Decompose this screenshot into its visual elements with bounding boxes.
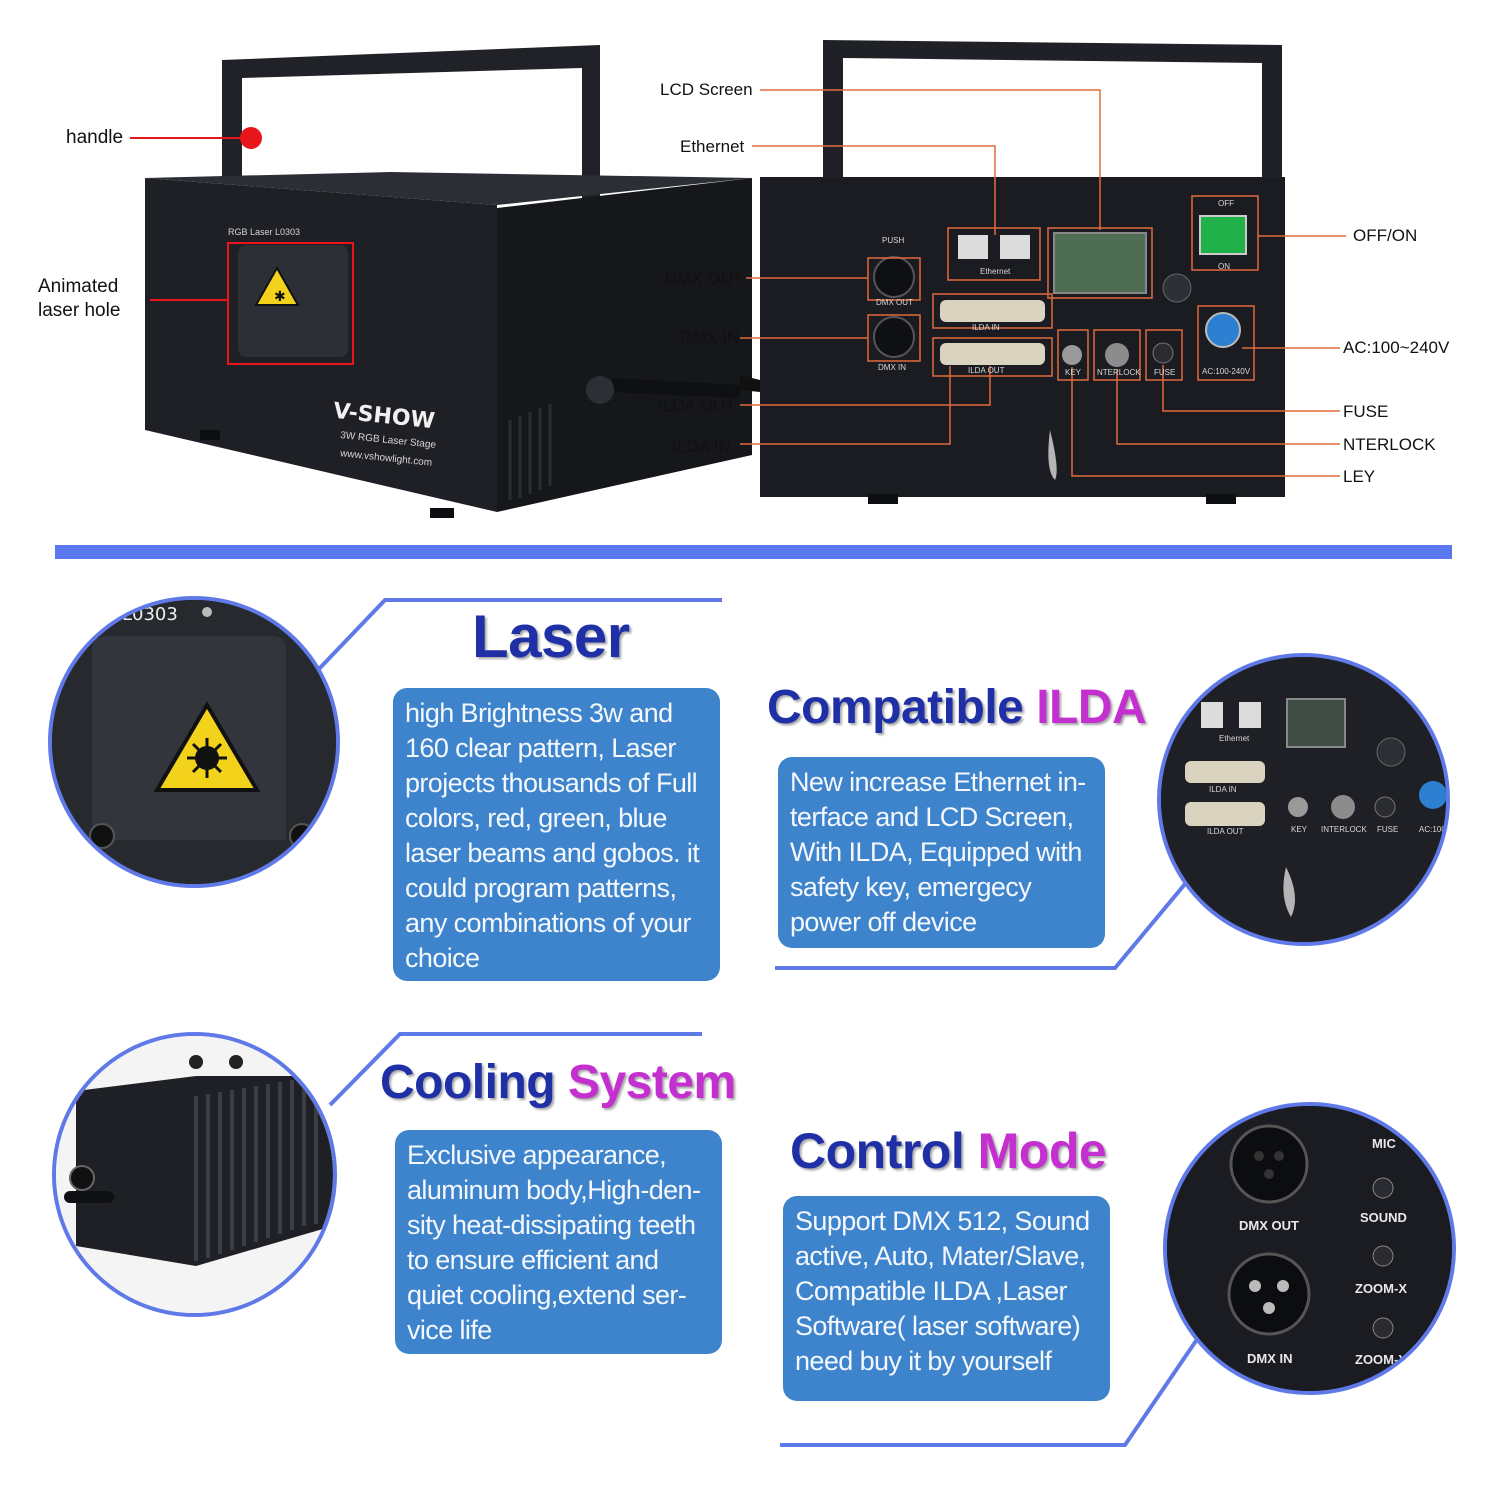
control-heading-part1: Control (790, 1123, 965, 1179)
laser-hole-callout-line1: Animated (38, 276, 119, 297)
cooling-heading: Cooling System (380, 1055, 736, 1110)
ilda-zoom-ilda-out-label: ILDA OUT (1207, 827, 1244, 836)
panel-off-label: OFF (1218, 199, 1234, 208)
cooling-description-box: Exclusive appearance, aluminum body,High… (395, 1130, 722, 1354)
ilda-zoom-ethernet-label: Ethernet (1219, 734, 1250, 743)
front-view-product: ✱ handle Animated laser hole RGB Laser L… (0, 0, 760, 530)
cooling-heading-part2: System (567, 1056, 736, 1109)
control-zoom-mic-label: MIC (1372, 1136, 1396, 1151)
ilda-zoom-circle: Ethernet ILDA IN ILDA OUT KEY INTERLOCK … (1157, 653, 1450, 946)
control-heading: Control Mode (790, 1122, 1107, 1180)
panel-fuse-label: FUSE (1154, 368, 1176, 377)
laser-zoom-illustration (52, 600, 336, 884)
control-zoom-illustration (1167, 1106, 1452, 1391)
key-callout: LEY (1343, 467, 1376, 486)
ilda-heading: Compatible ILDA (767, 680, 1147, 735)
panel-dmx-in-label: DMX IN (878, 363, 906, 372)
panel-on-label: ON (1218, 262, 1230, 271)
ac-callout: AC:100~240V (1343, 338, 1450, 357)
ilda-zoom-ilda-in-label: ILDA IN (1209, 785, 1237, 794)
cooling-zoom-circle (52, 1032, 337, 1317)
lcd-screen-callout: LCD Screen (660, 80, 753, 99)
panel-interlock-label: NTERLOCK (1097, 368, 1141, 377)
laser-heading: Laser (472, 603, 630, 670)
model-label: RGB Laser L0303 (228, 227, 301, 237)
panel-ilda-out-label: ILDA OUT (968, 366, 1005, 375)
panel-ac-label: AC:100-240V (1202, 367, 1251, 376)
laser-description-text: high Brightness 3w and 160 clear pattern… (405, 698, 700, 973)
interlock-callout: NTERLOCK (1343, 435, 1436, 454)
dmx-in-callout: DMX IN (680, 328, 740, 347)
panel-ilda-in-label: ILDA IN (972, 323, 1000, 332)
svg-text:✱: ✱ (274, 289, 286, 305)
ilda-description-box: New increase Ethernet in- terface and LC… (778, 757, 1105, 948)
laser-hole-callout-line2: laser hole (38, 300, 121, 321)
ilda-out-callout: ILDA OUT (658, 396, 736, 415)
panel-ethernet-label: Ethernet (980, 267, 1011, 276)
control-zoom-zoom-x-label: ZOOM-X (1355, 1281, 1407, 1296)
ethernet-callout: Ethernet (680, 137, 745, 156)
off-on-callout: OFF/ON (1353, 226, 1418, 245)
ilda-zoom-key-label: KEY (1291, 825, 1308, 834)
ilda-description-text: New increase Ethernet in- terface and LC… (790, 767, 1086, 937)
control-zoom-sound-label: SOUND (1360, 1210, 1407, 1225)
panel-push-label: PUSH (882, 236, 905, 245)
ilda-zoom-illustration (1161, 657, 1446, 942)
ilda-heading-part2: ILDA (1036, 681, 1147, 734)
panel-key-label: KEY (1065, 368, 1082, 377)
ilda-heading-part1: Compatible (767, 681, 1024, 734)
control-zoom-circle: MIC SOUND ZOOM-X ZOOM-Y DMX OUT DMX IN (1163, 1102, 1456, 1395)
control-zoom-dmx-in-label: DMX IN (1247, 1351, 1293, 1366)
control-description-box: Support DMX 512, Sound active, Auto, Mat… (783, 1196, 1110, 1401)
rear-view-product: LCD Screen Ethernet DMX OUT DMX IN ILDA … (640, 30, 1500, 530)
panel-dmx-out-label: DMX OUT (876, 298, 913, 307)
laser-zoom-model-label: L0303 (122, 604, 178, 625)
control-heading-part2: Mode (977, 1123, 1107, 1179)
laser-zoom-circle: L0303 (48, 596, 340, 888)
callout-lines-left (130, 127, 354, 365)
cooling-heading-part1: Cooling (380, 1056, 556, 1109)
laser-description-box: high Brightness 3w and 160 clear pattern… (393, 688, 720, 981)
front-view-illustration: ✱ (145, 45, 752, 518)
handle-callout: handle (66, 127, 124, 148)
ilda-zoom-fuse-label: FUSE (1377, 825, 1399, 834)
control-zoom-zoom-y-label: ZOOM-Y (1355, 1352, 1407, 1367)
cooling-zoom-illustration (56, 1036, 333, 1313)
dmx-out-callout: DMX OUT (665, 269, 744, 288)
ilda-zoom-ac-label: AC:100- (1419, 825, 1449, 834)
control-zoom-dmx-out-label: DMX OUT (1239, 1218, 1299, 1233)
ilda-zoom-interlock-label: INTERLOCK (1321, 825, 1367, 834)
fuse-callout: FUSE (1343, 402, 1389, 421)
control-description-text: Support DMX 512, Sound active, Auto, Mat… (795, 1206, 1090, 1376)
section-divider (55, 545, 1452, 559)
cooling-description-text: Exclusive appearance, aluminum body,High… (407, 1140, 701, 1345)
rear-view-illustration (740, 40, 1346, 504)
ilda-in-callout: ILDA IN (672, 437, 731, 456)
